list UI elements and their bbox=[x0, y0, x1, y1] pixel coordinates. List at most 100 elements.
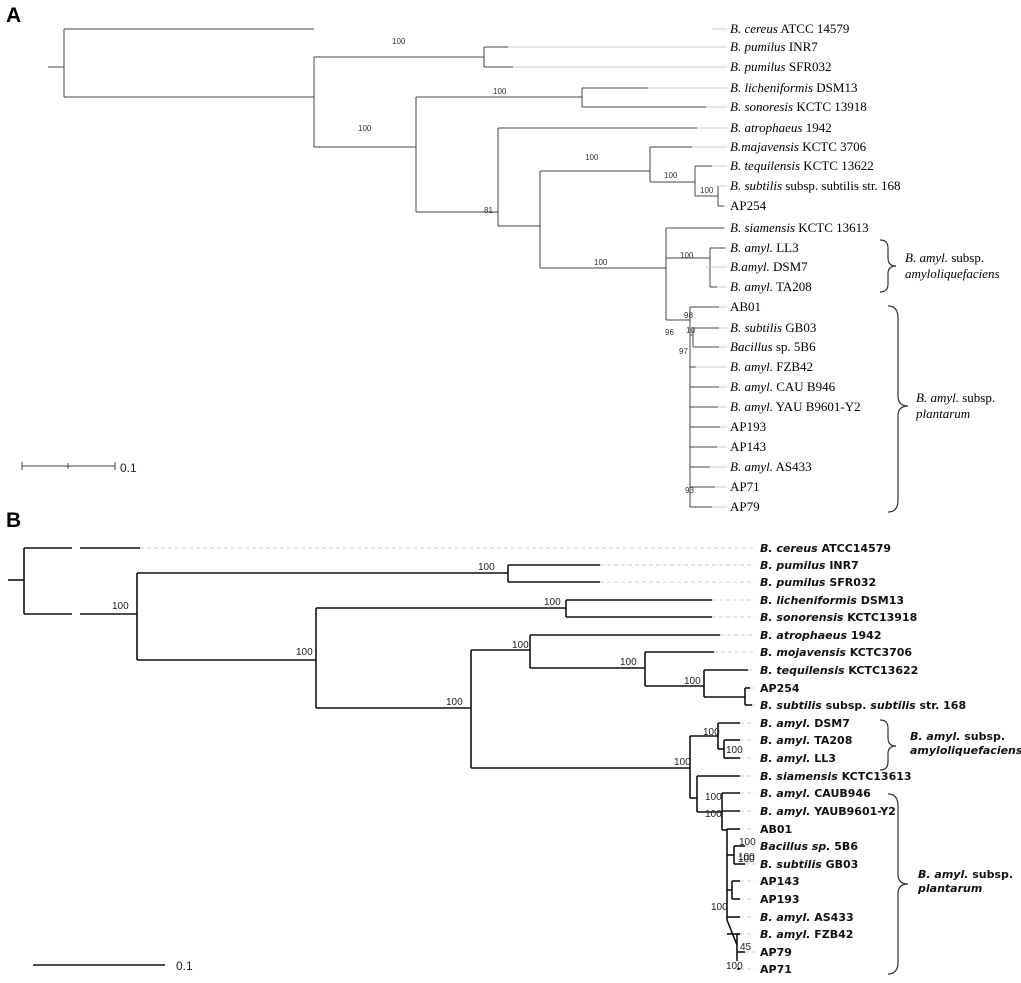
tip-b-ap143: AP143 bbox=[760, 875, 800, 888]
tip-b-dsm7: B. amyl. DSM7 bbox=[760, 717, 850, 730]
tip-a-dsm7: B.amyl. DSM7 bbox=[730, 259, 808, 274]
subsp-b-plant-line1: B. amyl. subsp. bbox=[918, 868, 1013, 881]
scale-bar-b: 0.1 bbox=[33, 959, 193, 973]
subsp-b-amylo-line2: amyloliquefaciens bbox=[910, 744, 1021, 757]
bootstrap-a-grp: 96 bbox=[665, 328, 674, 337]
tip-a-fzb42: B. amyl. FZB42 bbox=[730, 359, 813, 374]
tip-b-bson: B. sonorensis KCTC13918 bbox=[760, 611, 917, 624]
tip-a-cau: B. amyl. CAU B946 bbox=[730, 379, 836, 394]
bootstrap-a-lic: 100 bbox=[493, 87, 507, 96]
tip-b-bpuI: B. pumilus INR7 bbox=[760, 559, 859, 572]
brace-a-amyloliquefaciens bbox=[879, 239, 897, 293]
tip-a-bmaj: B.majavensis KCTC 3706 bbox=[730, 139, 867, 154]
tip-a-b5b6: Bacillus sp. 5B6 bbox=[730, 339, 816, 354]
brace-b-amyloliquefaciens bbox=[879, 719, 897, 771]
tip-b-bpuS: B. pumilus SFR032 bbox=[760, 576, 876, 589]
bootstrap-b-gb03: 100 bbox=[738, 854, 755, 865]
bootstrap-b-amy: 100 bbox=[674, 757, 691, 768]
bootstrap-b-yau: 100 bbox=[739, 837, 756, 848]
bootstrap-b-n300: 100 bbox=[296, 647, 313, 658]
tip-b-ap71: AP71 bbox=[760, 963, 792, 976]
tip-b-bsub: B. subtilis subsp. subtilis str. 168 bbox=[760, 699, 966, 712]
bootstrap-b-ap: 100 bbox=[711, 902, 728, 913]
bootstrap-b-p45: 45 bbox=[740, 942, 752, 953]
tip-a-yau: B. amyl. YAU B9601-Y2 bbox=[730, 399, 861, 414]
tip-a-as433: B. amyl. AS433 bbox=[730, 459, 812, 474]
bootstrap-a-amy: 100 bbox=[594, 258, 608, 267]
tip-a-ta208: B. amyl. TA208 bbox=[730, 279, 812, 294]
tip-a-ap143: AP143 bbox=[730, 439, 766, 454]
tip-b-ll3: B. amyl. LL3 bbox=[760, 752, 836, 765]
tip-a-bteq: B. tequilensis KCTC 13622 bbox=[730, 158, 874, 173]
bootstrap-a-tsub: 100 bbox=[664, 171, 678, 180]
bootstrap-b-amyq: 100 bbox=[703, 727, 720, 738]
scale-bar-a: 0.1 bbox=[21, 461, 137, 475]
panel-a-label: A bbox=[6, 4, 21, 27]
tip-a-bsia: B. siamensis KCTC 13613 bbox=[730, 220, 869, 235]
tip-b-blic: B. licheniformis DSM13 bbox=[760, 594, 904, 607]
tree-a-tip-labels: B. cereus ATCC 14579 B. pumilus INR7 B. pu… bbox=[730, 21, 900, 514]
tree-a-branches bbox=[48, 28, 726, 508]
tip-a-blic: B. licheniformis DSM13 bbox=[730, 80, 857, 95]
brace-a-plantarum bbox=[887, 305, 909, 513]
tip-b-ap193: AP193 bbox=[760, 893, 800, 906]
subsp-a-plant-line1: B. amyl. subsp. bbox=[916, 390, 995, 405]
bootstrap-b-plant: 100 bbox=[705, 792, 722, 803]
bootstrap-a-pum: 100 bbox=[392, 37, 406, 46]
bootstrap-b-n625: 100 bbox=[620, 657, 637, 668]
tip-a-ap71: AP71 bbox=[730, 479, 760, 494]
tip-a-ap193: AP193 bbox=[730, 419, 766, 434]
subsp-a-plant-line2: plantarum bbox=[915, 406, 970, 421]
tip-a-bcer: B. cereus ATCC 14579 bbox=[730, 21, 849, 36]
tip-b-fzb42: B. amyl. FZB42 bbox=[760, 928, 853, 941]
bootstrap-a-p98: 98 bbox=[684, 311, 693, 320]
bootstrap-b-n520: 100 bbox=[512, 640, 529, 651]
tree-a-leader-lines bbox=[508, 28, 727, 508]
bootstrap-a-mid: 81 bbox=[484, 206, 493, 215]
bootstrap-b-n690: 100 bbox=[684, 676, 701, 687]
tip-a-bson: B. sonoresis KCTC 13918 bbox=[730, 99, 867, 114]
tree-b-leader-lines bbox=[140, 547, 755, 970]
brace-b-plantarum bbox=[887, 793, 909, 975]
tip-b-as433: B. amyl. AS433 bbox=[760, 911, 854, 924]
bootstrap-b-root: 100 bbox=[112, 601, 129, 612]
bootstrap-b-pum: 100 bbox=[478, 562, 495, 573]
tip-a-gb03: B. subtilis GB03 bbox=[730, 320, 816, 335]
bootstrap-b-p100b: 100 bbox=[726, 961, 743, 972]
subsp-a-amylo-line1: B. amyl. subsp. bbox=[905, 250, 984, 265]
bootstrap-b-lic: 100 bbox=[544, 597, 561, 608]
tip-a-bpuS: B. pumilus SFR032 bbox=[730, 59, 832, 74]
tip-a-bsub: B. subtilis subsp. subtilis str. 168 bbox=[730, 178, 900, 193]
scale-bar-a-label: 0.1 bbox=[120, 461, 137, 475]
tip-b-cau: B. amyl. CAUB946 bbox=[760, 787, 871, 800]
subsp-a-amylo-line2: amyloliquefaciens bbox=[905, 266, 1000, 281]
tip-b-yau: B. amyl. YAUB9601-Y2 bbox=[760, 805, 896, 818]
bootstrap-a-p93: 93 bbox=[685, 486, 694, 495]
tip-b-bsia: B. siamensis KCTC13613 bbox=[760, 770, 912, 783]
subsp-b-plant-line2: plantarum bbox=[917, 882, 982, 895]
tip-b-ta208: B. amyl. TA208 bbox=[760, 734, 852, 747]
tip-a-bpuI: B. pumilus INR7 bbox=[730, 39, 818, 54]
bootstrap-b-amy2: 100 bbox=[726, 745, 743, 756]
bootstrap-a-p97: 97 bbox=[679, 347, 688, 356]
tip-a-ap79: AP79 bbox=[730, 499, 760, 514]
bootstrap-a-core: 100 bbox=[358, 124, 372, 133]
tip-b-bmoj: B. mojavensis KCTC3706 bbox=[760, 646, 912, 659]
branch-b-61 bbox=[726, 919, 738, 946]
tip-b-gb03: B. subtilis GB03 bbox=[760, 858, 858, 871]
bootstrap-a-p10: 10 bbox=[686, 326, 695, 335]
tip-b-b5b6: Bacillus sp. 5B6 bbox=[760, 840, 858, 853]
tip-b-batr: B. atrophaeus 1942 bbox=[760, 629, 881, 642]
bootstrap-b-n447: 100 bbox=[446, 697, 463, 708]
tree-b-bootstrap-values: 100 100 100 100 100 100 100 100 100 100 100 100 100 1… bbox=[112, 562, 756, 972]
tip-b-ab01: AB01 bbox=[760, 823, 792, 836]
tip-b-ap79: AP79 bbox=[760, 946, 792, 959]
bootstrap-a-amyq: 100 bbox=[680, 251, 694, 260]
